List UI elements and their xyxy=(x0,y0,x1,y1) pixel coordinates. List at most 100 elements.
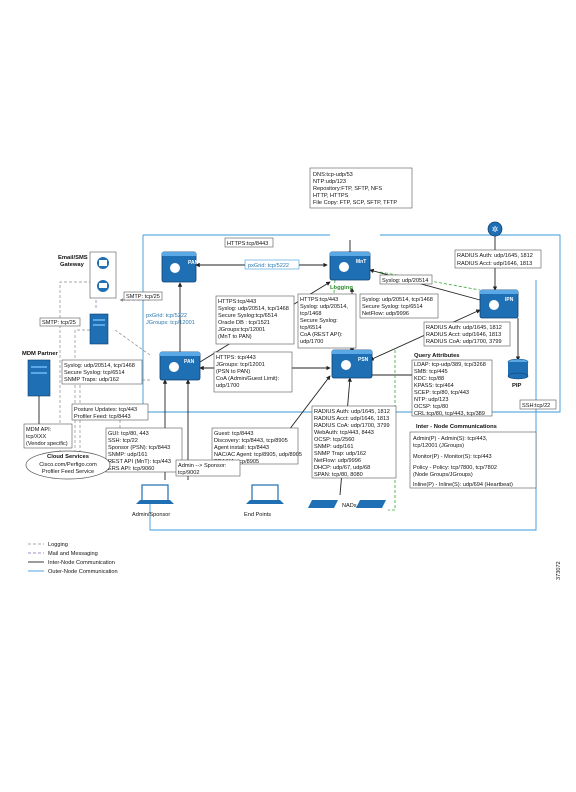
svg-text:SPAN: tcp/80, 8080: SPAN: tcp/80, 8080 xyxy=(314,472,363,478)
email-sms-gateway: Email/SMS Gateway xyxy=(58,251,117,299)
svg-text:CoA (Admin/Guest Limit):: CoA (Admin/Guest Limit): xyxy=(216,376,280,382)
svg-text:Syslog: udp/20514: Syslog: udp/20514 xyxy=(382,278,428,284)
cloud-services: Cloud Services Cisco.com/Perfigo.com Pro… xyxy=(25,450,111,480)
svg-text:OCSP: tcp/80: OCSP: tcp/80 xyxy=(414,404,448,410)
node-mnt: MnT Logging xyxy=(329,251,371,291)
svg-text:RADIUS CoA: udp/1700, 3799: RADIUS CoA: udp/1700, 3799 xyxy=(426,339,502,345)
guest-services-box: Guest: tcp/8443 Discovery: tcp/8443, tcp… xyxy=(211,427,302,465)
svg-text:REST API (MnT): tcp/443: REST API (MnT): tcp/443 xyxy=(108,459,171,465)
svg-text:PSN: PSN xyxy=(358,357,369,363)
file-copy-line: File Copy: FTP, SCP, SFTP, TFTP xyxy=(313,200,397,206)
svg-text:HTTPS:tcp/443: HTTPS:tcp/443 xyxy=(218,299,256,305)
svg-text:PAN: PAN xyxy=(188,260,199,266)
svg-text:udp/1700: udp/1700 xyxy=(300,339,323,345)
svg-text:DHCP: udp/67, udp/68: DHCP: udp/67, udp/68 xyxy=(314,465,370,471)
svg-text:Logging: Logging xyxy=(48,542,68,548)
admin-sponsor-box: Admin --> Sponsor: tcp/9002 xyxy=(175,459,241,477)
admin-services-box: GUI: tcp/80, 443 SSH: tcp/22 Sponsor (PS… xyxy=(105,427,183,473)
svg-text:Email/SMS: Email/SMS xyxy=(58,255,88,261)
svg-text:OCSP: tcp/2560: OCSP: tcp/2560 xyxy=(314,437,354,443)
svg-text:Query Attributes: Query Attributes xyxy=(414,353,460,359)
https-8443-label: HTTPS:tcp/8443 xyxy=(224,237,274,248)
svg-text:Profiler Feed Service: Profiler Feed Service xyxy=(42,469,94,475)
svg-text:✲: ✲ xyxy=(492,225,499,234)
ntp-line: NTP:udp/123 xyxy=(313,179,346,185)
svg-text:RADIUS Auth: udp/1645, 1812: RADIUS Auth: udp/1645, 1812 xyxy=(457,253,533,259)
ipn-mnt-box: Syslog: udp/20514, tcp/1468 Secure Syslo… xyxy=(359,293,439,319)
svg-text:Admin(P) - Admin(S): tcp/443,: Admin(P) - Admin(S): tcp/443, xyxy=(413,436,488,442)
svg-text:Agent install: tcp/8443: Agent install: tcp/8443 xyxy=(214,445,269,451)
mdm-api-box: MDM API: tcp/XXX (Vendor specific) xyxy=(23,423,73,449)
node-psn: PSN xyxy=(331,349,373,379)
node-pan: PAN xyxy=(159,351,201,381)
svg-text:Secure Syslog:: Secure Syslog: xyxy=(300,318,338,324)
svg-text:HTTPS:tcp/443: HTTPS:tcp/443 xyxy=(300,297,338,303)
radius-server-icon: ✲ xyxy=(487,221,503,237)
svg-text:NetFlow: udp/9996: NetFlow: udp/9996 xyxy=(362,311,409,317)
svg-text:SMB: tcp/445: SMB: tcp/445 xyxy=(414,369,448,375)
svg-text:SCEP: tcp/80, tcp/443: SCEP: tcp/80, tcp/443 xyxy=(414,390,469,396)
svg-text:udp/1700: udp/1700 xyxy=(216,383,239,389)
nads-icon: NADs xyxy=(308,500,386,509)
svg-text:Guest: tcp/8443: Guest: tcp/8443 xyxy=(214,431,254,437)
mdm-partner: MDM Partner xyxy=(22,351,58,425)
inter-node-box: Inter - Node Communications Admin(P) - A… xyxy=(409,424,537,489)
svg-text:(Vendor specific): (Vendor specific) xyxy=(26,441,68,447)
svg-text:(MnT to PAN): (MnT to PAN) xyxy=(218,334,252,340)
svg-text:Posture Updates: tcp/443: Posture Updates: tcp/443 xyxy=(74,407,137,413)
query-attributes-box: Query Attributes LDAP: tcp-udp/389, tcp/… xyxy=(411,353,493,417)
svg-text:JGroups:tcp/12001: JGroups:tcp/12001 xyxy=(218,327,265,333)
svg-text:RADIUS Acct: udp/1646, 1813: RADIUS Acct: udp/1646, 1813 xyxy=(314,416,389,422)
psn-mnt-box: HTTPS:tcp/443 Syslog: udp/20514, tcp/146… xyxy=(297,293,357,349)
svg-text:Oracle DB : tcp/1521: Oracle DB : tcp/1521 xyxy=(218,320,270,326)
mdm-server-icon xyxy=(27,359,51,397)
admin-laptop-icon: Admin/Sponsor xyxy=(132,484,174,518)
svg-text:tcp/XXX: tcp/XXX xyxy=(26,434,46,440)
svg-text:ERS API: tcp/9060: ERS API: tcp/9060 xyxy=(108,466,154,472)
svg-text:NAC/AC Agent: tcp/8905, udp/89: NAC/AC Agent: tcp/8905, udp/8905 xyxy=(214,452,302,458)
svg-text:RADIUS Auth: udp/1645, 1812: RADIUS Auth: udp/1645, 1812 xyxy=(426,325,502,331)
svg-text:SMTP: tcp/25: SMTP: tcp/25 xyxy=(126,294,160,300)
nad-services-box: RADIUS Auth: udp/1645, 1812 RADIUS Acct:… xyxy=(311,405,397,479)
pan-mnt-box: HTTPS:tcp/443 Syslog: udp/20514, tcp/146… xyxy=(215,295,295,345)
svg-text:Syslog: udp/20514, tcp/1468: Syslog: udp/20514, tcp/1468 xyxy=(218,306,289,312)
svg-text:CoA (REST API):: CoA (REST API): xyxy=(300,332,343,338)
svg-text:PAN: PAN xyxy=(184,359,195,365)
svg-text:SSH:tcp/22: SSH:tcp/22 xyxy=(522,403,550,409)
svg-text:Syslog: udp/20514,: Syslog: udp/20514, xyxy=(300,304,348,310)
pxgrid-top-label: pxGrid: tcp/5222 xyxy=(244,259,300,270)
svg-text:MDM API:: MDM API: xyxy=(26,427,52,433)
svg-text:Gateway: Gateway xyxy=(60,262,85,268)
svg-text:NTP: udp/123: NTP: udp/123 xyxy=(414,397,449,403)
figure-id: 373072 xyxy=(556,561,562,580)
svg-text:Inter - Node Communications: Inter - Node Communications xyxy=(416,424,497,430)
svg-text:HTTPS: tcp/443: HTTPS: tcp/443 xyxy=(216,355,256,361)
radius-top-box: RADIUS Auth: udp/1645, 1812 RADIUS Acct:… xyxy=(454,249,542,269)
svg-text:Inline(P) - Inline(S): udp/694: Inline(P) - Inline(S): udp/694 (Heartbea… xyxy=(413,482,513,488)
svg-text:Cloud Services: Cloud Services xyxy=(47,454,89,460)
dns-ntp-box: DNS:tcp-udp/53 NTP:udp/123 Repository:FT… xyxy=(309,167,413,209)
svg-text:Admin/Sponsor: Admin/Sponsor xyxy=(132,512,170,518)
ssh-right-label: SSH:tcp/22 xyxy=(519,399,557,410)
svg-text:SNMP Traps: udp/162: SNMP Traps: udp/162 xyxy=(64,377,119,383)
svg-text:Mail and Messaging: Mail and Messaging xyxy=(48,551,98,557)
svg-text:pxGrid: tcp/5222: pxGrid: tcp/5222 xyxy=(146,313,187,319)
svg-text:Policy - Policy: tcp/7800, tcp: Policy - Policy: tcp/7800, tcp/7802 xyxy=(413,465,497,471)
svg-text:Inter-Node Communication: Inter-Node Communication xyxy=(48,560,115,566)
svg-text:Sponsor (PSN): tcp/8443: Sponsor (PSN): tcp/8443 xyxy=(108,445,170,451)
svg-text:KPASS: tcp/464: KPASS: tcp/464 xyxy=(414,383,454,389)
svg-text:Monitor(P) - Monitor(S): tcp/4: Monitor(P) - Monitor(S): tcp/443 xyxy=(413,454,492,460)
svg-text:NetFlow: udp/9996: NetFlow: udp/9996 xyxy=(314,458,361,464)
svg-text:Outer-Node Communication: Outer-Node Communication xyxy=(48,569,118,575)
svg-text:SSH: tcp/22: SSH: tcp/22 xyxy=(108,438,138,444)
svg-text:JGroups: tcp/12001: JGroups: tcp/12001 xyxy=(146,320,195,326)
svg-text:Profiler Feed: tcp/8443: Profiler Feed: tcp/8443 xyxy=(74,414,131,420)
svg-text:SNMP: udp/161: SNMP: udp/161 xyxy=(108,452,148,458)
svg-text:Admin --> Sponsor:: Admin --> Sponsor: xyxy=(178,463,227,469)
svg-text:IPN: IPN xyxy=(505,297,514,303)
svg-text:Secure Syslog: tcp/6514: Secure Syslog: tcp/6514 xyxy=(64,370,125,376)
svg-text:KDC: tcp/88: KDC: tcp/88 xyxy=(414,376,444,382)
http-line: HTTP, HTTPS xyxy=(313,193,349,199)
node-pan-primary: PAN xyxy=(161,251,199,283)
svg-text:MnT: MnT xyxy=(356,259,366,265)
